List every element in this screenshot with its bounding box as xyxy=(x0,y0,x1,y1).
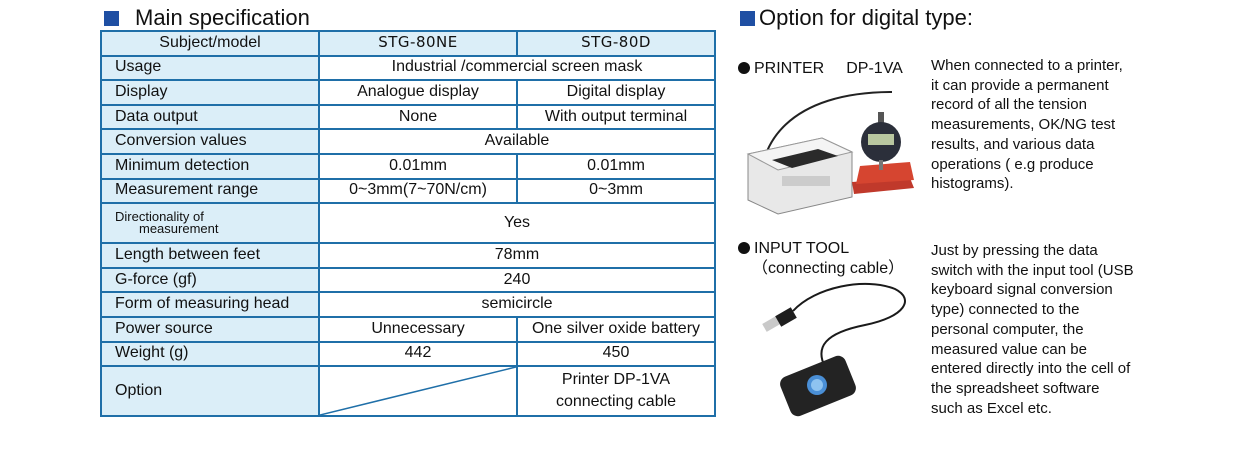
power-d-value: One silver oxide battery xyxy=(516,315,716,343)
table-row: Usage Industrial /commercial screen mask xyxy=(100,54,716,82)
directionality-label-line2: measurement xyxy=(139,221,219,237)
input-tool-cable-image xyxy=(762,282,906,417)
input-tool-title-text: INPUT TOOL xyxy=(754,240,850,257)
data-output-ne-value: None xyxy=(318,103,518,131)
header-stg-80d: STG-80D xyxy=(516,30,716,57)
option-ne-empty-cell xyxy=(318,365,518,418)
input-desc-line: such as Excel etc. xyxy=(931,399,1052,417)
blue-square-icon xyxy=(104,10,119,26)
input-tool-description: Just by pressing the data switch with th… xyxy=(931,241,1134,418)
printer-model: DP-1VA xyxy=(846,60,903,77)
min-detection-d-value: 0.01mm xyxy=(516,152,716,180)
input-desc-line: entered directly into the cell of xyxy=(931,360,1131,378)
printer-desc-line: it can provide a permanent xyxy=(931,76,1109,94)
row-label-min-detection: Minimum detection xyxy=(100,152,320,180)
header-stg-80ne: STG-80NE xyxy=(318,30,518,57)
table-row: Data output None With output terminal xyxy=(100,103,716,131)
table-row: Power source Unnecessary One silver oxid… xyxy=(100,315,716,343)
table-row: Measurement range 0~3mm(7~70N/cm) 0~3mm xyxy=(100,177,716,205)
table-row: Form of measuring head semicircle xyxy=(100,291,716,318)
table-row: Directionality of measurement Yes xyxy=(100,202,716,245)
input-desc-line: switch with the input tool (USB xyxy=(931,261,1134,279)
row-label-data-output: Data output xyxy=(100,103,320,131)
table-header-row: Subject/model STG-80NE STG-80D xyxy=(100,30,716,57)
main-heading-text: Main specification xyxy=(135,5,310,30)
row-label-option: Option xyxy=(100,365,320,418)
table-row: Option Printer DP-1VA connecting cable xyxy=(100,365,716,418)
printer-description: When connected to a printer, it can prov… xyxy=(931,56,1123,194)
row-label-conversion: Conversion values xyxy=(100,128,320,155)
row-label-head: Form of measuring head xyxy=(100,291,320,318)
blue-square-icon xyxy=(740,10,755,26)
input-tool-subtitle: （connecting cable） xyxy=(752,260,905,277)
row-label-range: Measurement range xyxy=(100,177,320,205)
range-ne-value: 0~3mm(7~70N/cm) xyxy=(318,177,518,205)
printer-title: PRINTER DP-1VA xyxy=(738,59,903,79)
printer-desc-line: measurements, OK/NG test xyxy=(931,116,1116,134)
input-desc-line: measured value can be xyxy=(931,340,1087,358)
table-row: Minimum detection 0.01mm 0.01mm xyxy=(100,152,716,180)
option-d-value: Printer DP-1VA connecting cable xyxy=(516,365,716,418)
table-row: Weight (g) 442 450 xyxy=(100,340,716,368)
row-label-directionality: Directionality of measurement xyxy=(100,202,320,245)
row-label-gforce: G-force (gf) xyxy=(100,266,320,294)
weight-d-value: 450 xyxy=(516,340,716,368)
printer-title-text: PRINTER xyxy=(754,60,825,77)
row-label-length: Length between feet xyxy=(100,242,320,269)
table-row: Conversion values Available xyxy=(100,128,716,155)
option-heading: Option for digital type: xyxy=(740,7,973,29)
printer-desc-line: operations ( e.g produce xyxy=(931,155,1094,173)
bullet-icon xyxy=(738,242,750,254)
gforce-value: 240 xyxy=(318,266,716,294)
min-detection-ne-value: 0.01mm xyxy=(318,152,518,180)
power-ne-value: Unnecessary xyxy=(318,315,518,343)
data-output-d-value: With output terminal xyxy=(516,103,716,131)
range-d-value: 0~3mm xyxy=(516,177,716,205)
printer-desc-line: results, and various data xyxy=(931,135,1095,153)
printer-image xyxy=(746,91,914,215)
length-value: 78mm xyxy=(318,242,716,269)
input-desc-line: the spreadsheet software xyxy=(931,379,1100,397)
diagonal-line xyxy=(320,367,516,415)
table-row: G-force (gf) 240 xyxy=(100,266,716,294)
table-row: Length between feet 78mm xyxy=(100,242,716,269)
option-d-line1: Printer DP-1VA xyxy=(561,371,671,389)
directionality-label-line1: Directionality of xyxy=(115,209,204,225)
input-desc-line: Just by pressing the data xyxy=(931,242,1098,259)
display-ne-value: Analogue display xyxy=(318,79,518,106)
weight-ne-value: 442 xyxy=(318,340,518,368)
main-specification-heading: Main specification xyxy=(104,7,310,29)
directionality-value: Yes xyxy=(318,202,716,245)
input-desc-line: personal computer, the xyxy=(931,320,1084,338)
printer-desc-line: record of all the tension xyxy=(931,96,1087,114)
row-label-usage: Usage xyxy=(100,54,320,82)
printer-desc-line: histograms). xyxy=(931,175,1014,193)
specification-table: Subject/model STG-80NE STG-80D Usage Ind… xyxy=(100,30,716,418)
row-label-display: Display xyxy=(100,79,320,106)
row-label-power: Power source xyxy=(100,315,320,343)
input-desc-line: keyboard signal conversion xyxy=(931,281,1113,299)
usage-value: Industrial /commercial screen mask xyxy=(318,54,716,82)
input-desc-line: type) connected to the xyxy=(931,301,1080,319)
header-subject-model: Subject/model xyxy=(100,30,320,57)
option-heading-text: Option for digital type: xyxy=(759,5,974,30)
conversion-value: Available xyxy=(318,128,716,155)
bullet-icon xyxy=(738,62,750,74)
input-tool-title: INPUT TOOL xyxy=(738,239,849,259)
head-value: semicircle xyxy=(318,291,716,318)
display-d-value: Digital display xyxy=(516,79,716,106)
option-d-line2: connecting cable xyxy=(555,393,677,411)
printer-desc-line: When connected to a printer, xyxy=(931,57,1123,74)
row-label-weight: Weight (g) xyxy=(100,340,320,368)
table-row: Display Analogue display Digital display xyxy=(100,79,716,106)
